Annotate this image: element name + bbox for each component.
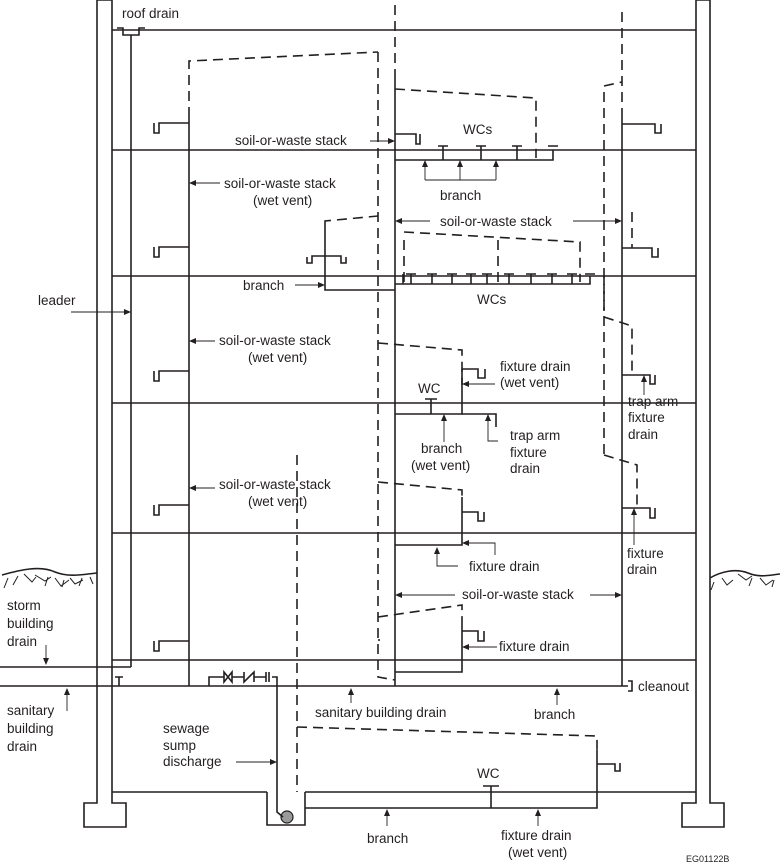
label-sanitary-drain-a: sanitary bbox=[7, 703, 55, 718]
label-branch-basement: branch bbox=[367, 831, 408, 846]
leader-arrows bbox=[43, 138, 647, 826]
label-branch-wet-vent-b: (wet vent) bbox=[411, 458, 470, 473]
label-wc-basement: WC bbox=[477, 766, 500, 781]
ground-left bbox=[1, 567, 98, 577]
central-stack bbox=[306, 5, 595, 686]
label-trap-arm-right-a: trap arm bbox=[628, 394, 678, 409]
label-sewage-c: discharge bbox=[163, 754, 222, 769]
label-wcs-mid: WCs bbox=[477, 292, 506, 307]
sewage-discharge-pipe bbox=[208, 676, 284, 818]
label-branch-wet-vent-a: branch bbox=[421, 441, 462, 456]
label-storm-drain-b: building bbox=[7, 616, 54, 631]
label-wet-vent-stack-2a: soil-or-waste stack bbox=[219, 333, 331, 348]
right-wall bbox=[681, 0, 725, 828]
label-fixture-drain-wet-vent-b: (wet vent) bbox=[500, 375, 559, 390]
label-trap-arm-center-c: drain bbox=[510, 461, 540, 476]
label-wet-vent-stack-3a: soil-or-waste stack bbox=[219, 477, 331, 492]
label-storm-drain-a: storm bbox=[7, 598, 41, 613]
wc-branch-top bbox=[395, 150, 554, 161]
label-cleanout: cleanout bbox=[638, 679, 689, 694]
label-roof-drain: roof drain bbox=[122, 6, 179, 21]
figure-id: EG01122B bbox=[686, 854, 729, 863]
label-sanitary-building-drain: sanitary building drain bbox=[315, 705, 446, 720]
label-wet-vent-stack-3b: (wet vent) bbox=[248, 494, 307, 509]
check-valve bbox=[243, 670, 255, 684]
label-trap-arm-right-c: drain bbox=[628, 427, 658, 442]
label-sanitary-drain-b: building bbox=[7, 721, 54, 736]
label-branch-cleanout: branch bbox=[534, 707, 575, 722]
storm-system bbox=[0, 27, 145, 668]
label-wet-vent-stack-2b: (wet vent) bbox=[248, 350, 307, 365]
label-wet-vent-stack-1b: (wet vent) bbox=[253, 193, 312, 208]
label-fixture-drain-low: fixture drain bbox=[499, 639, 570, 654]
cleanout bbox=[622, 680, 633, 692]
label-storm-drain-c: drain bbox=[7, 634, 37, 649]
label-branch-left: branch bbox=[243, 278, 284, 293]
wc-branch-mid bbox=[395, 276, 591, 285]
label-fixture-drain-right-b: drain bbox=[627, 562, 657, 577]
label-trap-arm-right-b: fixture bbox=[628, 410, 665, 425]
storm-tee bbox=[115, 676, 123, 686]
ground-right bbox=[709, 570, 780, 579]
fixture-trap bbox=[153, 122, 189, 134]
union-fitting bbox=[265, 672, 270, 682]
labels: roof drain leader soil-or-waste stack WC… bbox=[7, 6, 729, 863]
label-trap-arm-center-b: fixture bbox=[510, 445, 547, 460]
label-fixture-drain-wet-vent-a: fixture drain bbox=[500, 359, 571, 374]
roof-drain bbox=[117, 27, 145, 36]
label-sewage-b: sump bbox=[163, 738, 196, 753]
wc-basement-fixture bbox=[483, 785, 499, 808]
label-wcs-top: WCs bbox=[463, 122, 492, 137]
label-fixture-drain-right-a: fixture bbox=[627, 546, 664, 561]
gate-valve bbox=[223, 669, 233, 685]
label-soil-stack-low: soil-or-waste stack bbox=[462, 587, 574, 602]
label-fixture-drain-basement-b: (wet vent) bbox=[508, 845, 567, 860]
label-trap-arm-center-a: trap arm bbox=[510, 428, 560, 443]
trap-arm-center bbox=[462, 413, 497, 427]
label-branch-top: branch bbox=[440, 188, 481, 203]
label-fixture-drain-center: fixture drain bbox=[469, 559, 540, 574]
right-stack bbox=[603, 12, 662, 686]
label-wet-vent-stack-1a: soil-or-waste stack bbox=[224, 176, 336, 191]
label-sanitary-drain-c: drain bbox=[7, 739, 37, 754]
label-soil-stack-mid: soil-or-waste stack bbox=[440, 214, 552, 229]
label-soil-stack-top: soil-or-waste stack bbox=[235, 133, 347, 148]
basement-vent bbox=[296, 455, 621, 809]
left-wall bbox=[83, 0, 127, 828]
label-leader: leader bbox=[38, 293, 76, 308]
sanitary-drain-system bbox=[0, 669, 633, 818]
label-sewage-a: sewage bbox=[163, 721, 210, 736]
label-fixture-drain-basement-a: fixture drain bbox=[501, 828, 572, 843]
sump-pump bbox=[280, 810, 294, 824]
label-wc-single: WC bbox=[418, 381, 441, 396]
left-wet-vent-stack bbox=[153, 51, 379, 686]
